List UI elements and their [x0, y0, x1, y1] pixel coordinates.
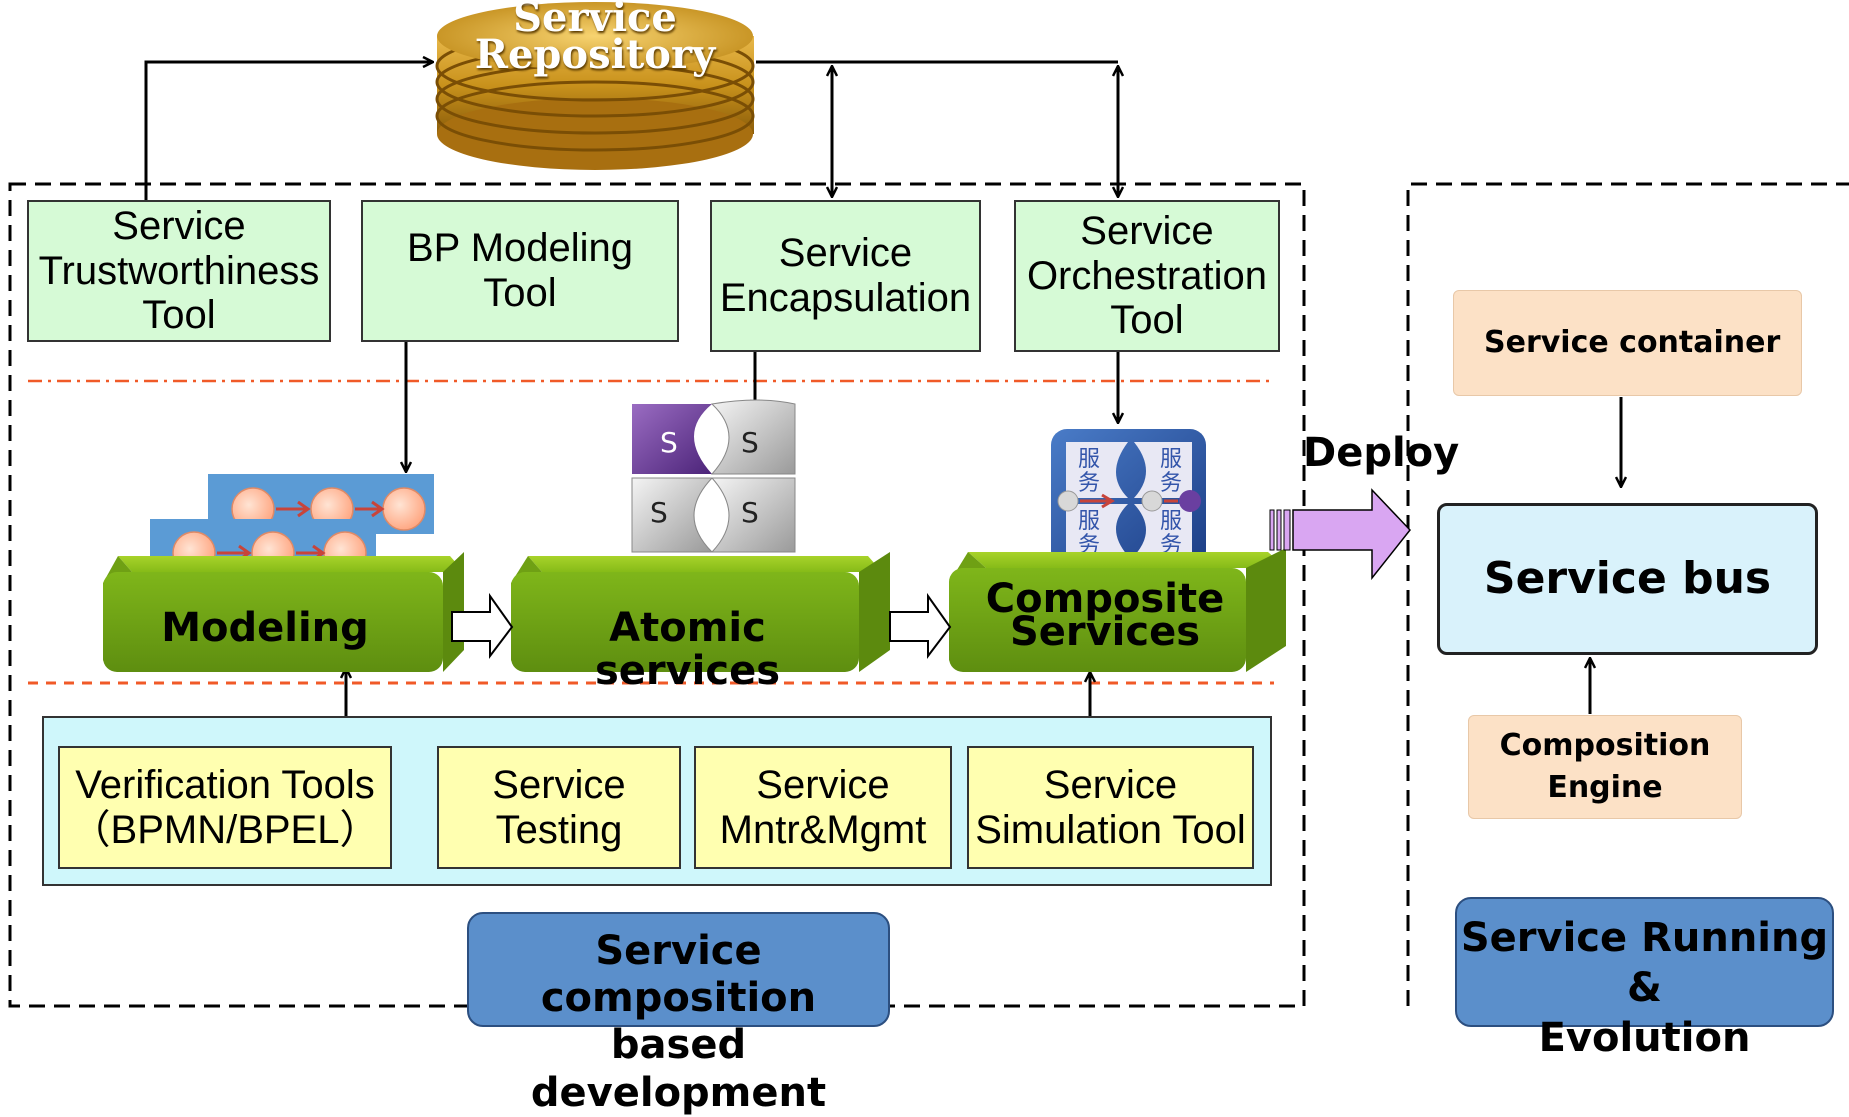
composite-services-icon: 服 务 服 务 服 务 服 务: [1051, 429, 1206, 567]
encapsulation-tool: Service Encapsulation: [710, 200, 981, 352]
connectors: [144, 62, 1621, 734]
composite-char-glyph: 服: [1078, 509, 1100, 534]
service-mntr-mgmt-tool: Service Mntr&Mgmt: [694, 746, 952, 869]
modeling-label: Modeling: [161, 605, 369, 651]
bp-modeling-tool: BP Modeling Tool: [361, 200, 679, 342]
atomic-platform: [511, 552, 890, 672]
composite-char-glyph: 服: [1078, 447, 1100, 472]
arrow-trust-to-repository: [144, 62, 433, 200]
composite-char-glyph: 务: [1160, 533, 1182, 558]
composite-char-glyph: 服: [1160, 447, 1182, 472]
composite-platform: [949, 548, 1286, 672]
verification-tools: Verification Tools （BPMN/BPEL）: [58, 746, 392, 869]
composite-char-glyph: 务: [1078, 533, 1100, 558]
runtime-region: [1406, 182, 1849, 1006]
flow-arrow-modeling-to-atomic: [451, 592, 514, 659]
atomic-s-glyph: S: [650, 496, 668, 529]
development-badge: Service composition based development: [467, 912, 890, 1116]
atomic-s-glyph: S: [741, 426, 759, 459]
atomic-s-glyph: S: [660, 426, 678, 459]
deploy-label: Deploy: [1303, 430, 1460, 476]
orchestration-tool: Service Orchestration Tool: [1014, 200, 1280, 352]
atomic-services-icon: S S S S: [631, 399, 796, 553]
trustworthiness-tool: Service Trustworthiness Tool: [27, 200, 331, 342]
runtime-badge: Service Running & Evolution: [1455, 897, 1834, 1061]
service-simulation-tool: Service Simulation Tool: [967, 746, 1254, 869]
architecture-diagram: S S S S 服 务 服 务 服 务 服 务: [8, 2, 1849, 1008]
composite-char-glyph: 务: [1160, 471, 1182, 496]
composite-char-glyph: 务: [1078, 471, 1100, 496]
service-testing-tool: Service Testing: [437, 746, 681, 869]
modeling-platform: [103, 552, 464, 672]
atomic-services-label: Atomic services: [594, 605, 781, 695]
service-bus-box: Service bus: [1437, 503, 1818, 655]
composite-char-glyph: 服: [1160, 509, 1182, 534]
flow-arrow-atomic-to-composite: [889, 592, 952, 659]
composite-services-label: Composite Services: [985, 576, 1225, 655]
service-container-box: Service container: [1453, 290, 1802, 396]
atomic-s-glyph: S: [741, 496, 759, 529]
service-repository-icon: [435, 2, 755, 170]
composition-engine-box: Composition Engine: [1468, 715, 1742, 819]
repository-title: Service Repository: [474, 0, 716, 78]
deploy-arrow: [1269, 488, 1411, 581]
